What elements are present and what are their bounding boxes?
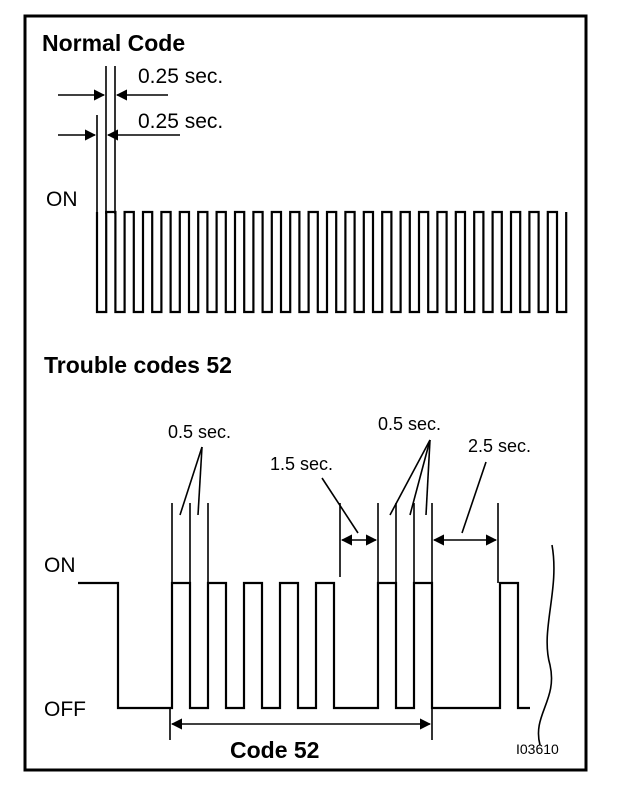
pulse-b-leader-2 (409, 439, 431, 516)
pulse-b-leader-1 (389, 439, 431, 516)
normal-code-title: Normal Code (42, 30, 185, 56)
normal-on-label: ON (46, 188, 78, 211)
gap-long-label: 2.5 sec. (468, 436, 531, 456)
pulse-a-label: 0.5 sec. (168, 422, 231, 442)
normal-dim-bottom-label: 0.25 sec. (138, 110, 223, 133)
pulse-b-leader-3 (425, 439, 431, 516)
code-label: Code 52 (230, 737, 319, 763)
trouble-code-title: Trouble codes 52 (44, 352, 232, 378)
trouble-code-waveform (78, 581, 530, 710)
gap-short-label: 1.5 sec. (270, 454, 333, 474)
pulse-a-leader-1 (179, 446, 203, 516)
normal-code-waveform (95, 210, 568, 314)
figure-frame (23, 14, 588, 772)
normal-dim-top-label: 0.25 sec. (138, 65, 223, 88)
trouble-on-label: ON (44, 554, 76, 577)
break-squiggle (537, 544, 555, 746)
trouble-off-label: OFF (44, 698, 86, 721)
pulse-a-leader-2 (197, 446, 203, 516)
figure-id: I03610 (516, 741, 559, 757)
gap-long-leader (461, 461, 487, 534)
pulse-b-label: 0.5 sec. (378, 414, 441, 434)
